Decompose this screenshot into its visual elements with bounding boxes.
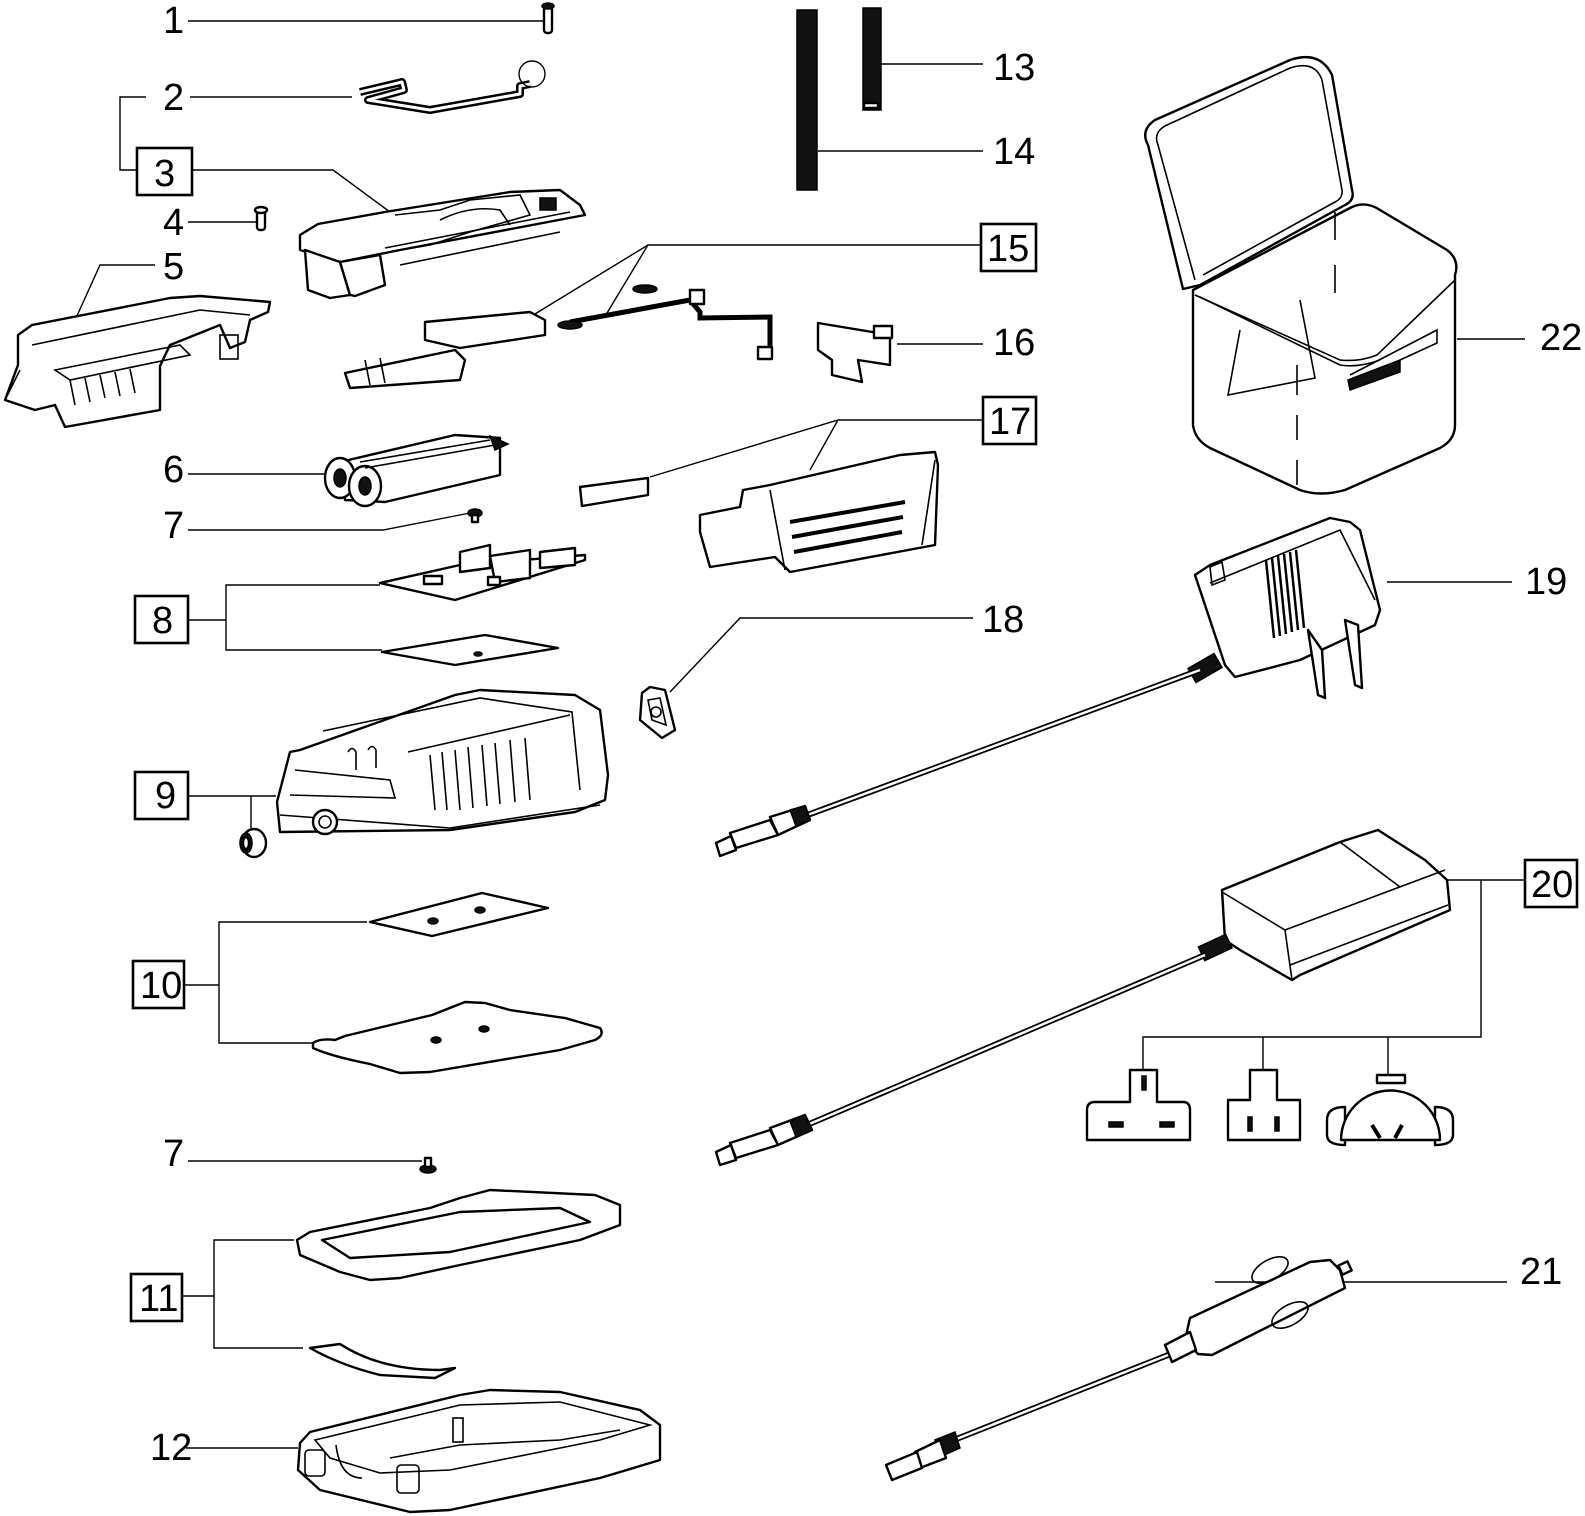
leader-line-17b bbox=[809, 419, 839, 471]
battery-cable-part bbox=[557, 284, 774, 361]
group-bracket-10 bbox=[218, 921, 367, 1044]
leader-line-18 bbox=[669, 617, 973, 693]
housing-frame-part bbox=[3, 294, 272, 429]
label-box-3 bbox=[135, 146, 194, 197]
label-21: 21 bbox=[1520, 1251, 1562, 1293]
callout-18: 18 bbox=[669, 599, 1024, 693]
callout-1: 1 bbox=[163, 0, 548, 42]
label-19: 19 bbox=[1525, 561, 1567, 603]
label-6: 6 bbox=[163, 449, 184, 491]
leader-line-15a bbox=[529, 244, 980, 318]
dc-socket-part bbox=[638, 685, 677, 740]
group-bracket-11 bbox=[213, 1239, 303, 1349]
carry-case-part bbox=[1144, 55, 1458, 495]
label-5: 5 bbox=[163, 246, 184, 288]
callout-3: 3 bbox=[135, 146, 391, 213]
insulating-plate-lower-part bbox=[311, 1000, 603, 1075]
label-7b: 7 bbox=[163, 1133, 184, 1175]
label-14: 14 bbox=[993, 131, 1035, 173]
rubber-plug-part-9 bbox=[239, 827, 268, 859]
callout-19: 19 bbox=[1387, 561, 1567, 603]
leader-line-3 bbox=[193, 169, 391, 213]
bail-handle-part bbox=[359, 60, 546, 114]
callout-10: 10 bbox=[131, 921, 367, 1044]
label-box-9 bbox=[133, 770, 190, 821]
label-16: 16 bbox=[993, 322, 1035, 364]
group-bracket-2-3 bbox=[119, 96, 146, 171]
label-box-15 bbox=[979, 222, 1038, 273]
callout-5: 5 bbox=[75, 246, 184, 319]
top-cover-part bbox=[298, 188, 587, 300]
long-strap-part bbox=[796, 9, 818, 191]
callout-12: 12 bbox=[150, 1427, 298, 1469]
callout-9: 9 bbox=[133, 770, 276, 832]
callout-4: 4 bbox=[163, 202, 258, 244]
label-20: 20 bbox=[1531, 864, 1573, 906]
strip-part-17 bbox=[578, 476, 650, 508]
callout-16: 16 bbox=[897, 322, 1035, 364]
short-strap-part bbox=[862, 7, 882, 111]
label-box-17 bbox=[981, 395, 1038, 446]
circuit-board-part bbox=[378, 543, 587, 602]
callout-8: 8 bbox=[133, 584, 382, 651]
adapter-plug-uk-part bbox=[1085, 1068, 1192, 1142]
screw-part-7b bbox=[419, 1156, 437, 1174]
label-strip-part-11 bbox=[308, 1342, 457, 1380]
label-box-10 bbox=[131, 959, 186, 1010]
battery-module-part bbox=[343, 310, 547, 390]
callout-21: 21 bbox=[1215, 1251, 1562, 1293]
label-box-20 bbox=[1523, 858, 1579, 909]
car-charger-part bbox=[884, 1255, 1353, 1482]
callout-20: 20 bbox=[1142, 858, 1579, 1075]
adapter-plug-au-part bbox=[1325, 1073, 1455, 1147]
insulating-plate-upper-part bbox=[368, 891, 550, 938]
base-housing-part bbox=[275, 688, 610, 836]
label-17: 17 bbox=[989, 401, 1031, 443]
label-18: 18 bbox=[982, 599, 1024, 641]
callout-6: 6 bbox=[163, 449, 326, 491]
battery-door-part bbox=[698, 450, 940, 574]
callout-17: 17 bbox=[649, 395, 1038, 478]
callout-14: 14 bbox=[818, 131, 1035, 173]
callout-11: 11 bbox=[129, 1239, 303, 1349]
label-10: 10 bbox=[140, 965, 182, 1007]
label-11: 11 bbox=[139, 1278, 178, 1320]
callout-22: 22 bbox=[1457, 317, 1582, 359]
bottom-tray-part bbox=[296, 1388, 662, 1514]
pin-part-4 bbox=[253, 205, 269, 232]
screw-part-7a bbox=[467, 508, 483, 524]
callout-7a: 7 bbox=[163, 505, 471, 547]
insulator-sheet-part-8 bbox=[380, 633, 560, 667]
adapter-plug-us-part bbox=[1226, 1068, 1302, 1142]
label-9: 9 bbox=[155, 775, 176, 817]
leader-line-5 bbox=[75, 264, 155, 319]
callout-13: 13 bbox=[880, 47, 1035, 89]
leader-line-15b bbox=[603, 244, 649, 319]
wall-plug-charger-part bbox=[714, 516, 1382, 858]
callout-7b: 7 bbox=[163, 1133, 422, 1175]
desktop-charger-part bbox=[714, 828, 1452, 1167]
group-bracket-8 bbox=[225, 584, 382, 651]
label-22: 22 bbox=[1540, 317, 1582, 359]
label-1: 1 bbox=[163, 0, 184, 42]
battery-pack-part bbox=[323, 433, 510, 508]
label-8: 8 bbox=[152, 600, 173, 642]
label-4: 4 bbox=[163, 202, 184, 244]
bracket-clip-part bbox=[816, 321, 894, 384]
label-13: 13 bbox=[993, 47, 1035, 89]
label-15: 15 bbox=[987, 228, 1029, 270]
pin-part-1 bbox=[541, 2, 555, 35]
adapter-bracket-20 bbox=[1142, 880, 1482, 1070]
label-2: 2 bbox=[163, 77, 184, 119]
label-12: 12 bbox=[150, 1427, 192, 1469]
label-box-11 bbox=[129, 1272, 184, 1323]
label-3: 3 bbox=[154, 153, 175, 195]
label-7a: 7 bbox=[163, 505, 184, 547]
callout-15: 15 bbox=[529, 222, 1038, 319]
bottom-frame-part bbox=[295, 1188, 622, 1282]
leader-line-7a bbox=[188, 512, 471, 531]
callout-2: 2 bbox=[163, 77, 352, 119]
label-box-8 bbox=[133, 594, 190, 645]
